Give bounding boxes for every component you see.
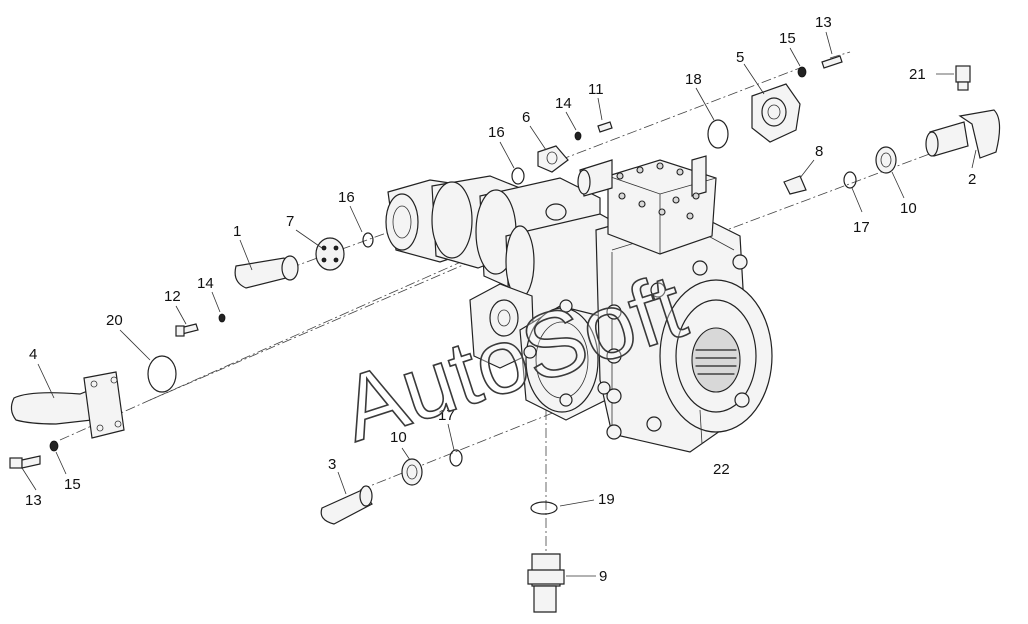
housing-bolts	[523, 162, 750, 440]
callout-15-bottom: 15	[64, 476, 81, 493]
part-16-oring-left	[362, 232, 374, 248]
callout-10-right: 10	[900, 200, 917, 217]
part-7-flange	[315, 237, 345, 271]
part-3-elbow	[320, 485, 373, 525]
part-8-fitting	[783, 175, 807, 195]
leader-lines	[21, 31, 977, 577]
part-13-bolt-top	[821, 55, 843, 69]
callout-16-top: 16	[488, 124, 505, 141]
callout-22: 22	[713, 461, 730, 478]
callout-21: 21	[909, 66, 926, 83]
callout-10-bottom: 10	[390, 429, 407, 446]
pump-assembly	[385, 155, 773, 453]
callout-18: 18	[685, 71, 702, 88]
callout-15-top: 15	[779, 30, 796, 47]
callout-13-top: 13	[815, 14, 832, 31]
part-18-oring	[707, 119, 729, 149]
part-15-washer-left	[49, 440, 59, 452]
part-20-oring	[147, 355, 177, 393]
part-12-bolt	[175, 323, 199, 337]
part-2-tee-fitting	[925, 109, 1001, 159]
callout-6: 6	[522, 109, 530, 126]
callout-5: 5	[736, 49, 744, 66]
part-5-flange	[751, 83, 801, 143]
callout-14-left: 14	[197, 275, 214, 292]
callout-11: 11	[588, 81, 604, 98]
callout-2: 2	[968, 171, 976, 188]
callout-20: 20	[106, 312, 123, 329]
callout-7: 7	[286, 213, 294, 230]
callout-3: 3	[328, 456, 336, 473]
part-4-flanged-elbow	[10, 371, 125, 439]
callout-14-top: 14	[555, 95, 572, 112]
callout-8: 8	[815, 143, 823, 160]
callout-labels: 1 2 3 4 5 6 7 8 9 10 10 11 12 13 13 14 1…	[25, 14, 976, 585]
part-6-flange	[537, 145, 569, 173]
part-14-washer-top	[574, 131, 582, 141]
part-14-washer-left	[218, 313, 226, 323]
callout-13-bottom: 13	[25, 492, 42, 509]
part-1-elbow	[234, 255, 299, 289]
part-16-oring-top	[511, 167, 525, 185]
part-13-bolt-left	[9, 455, 41, 469]
callout-1: 1	[233, 223, 241, 240]
callout-17-bottom: 17	[438, 407, 455, 424]
part-10-nut-right	[875, 146, 897, 174]
part-10-nut-bottom	[401, 458, 423, 486]
part-17-oring-bottom	[449, 449, 463, 467]
part-19-oring	[530, 501, 558, 515]
callout-12: 12	[164, 288, 181, 305]
callout-9: 9	[599, 568, 607, 585]
callout-19: 19	[598, 491, 615, 508]
callout-16-left: 16	[338, 189, 355, 206]
callout-17-right: 17	[853, 219, 870, 236]
part-11-bolt	[597, 121, 613, 133]
callout-4: 4	[29, 346, 37, 363]
part-9-fitting	[527, 553, 565, 613]
part-21-breather	[955, 65, 971, 91]
part-17-oring-right	[843, 171, 857, 189]
part-15-washer-top	[797, 66, 807, 78]
